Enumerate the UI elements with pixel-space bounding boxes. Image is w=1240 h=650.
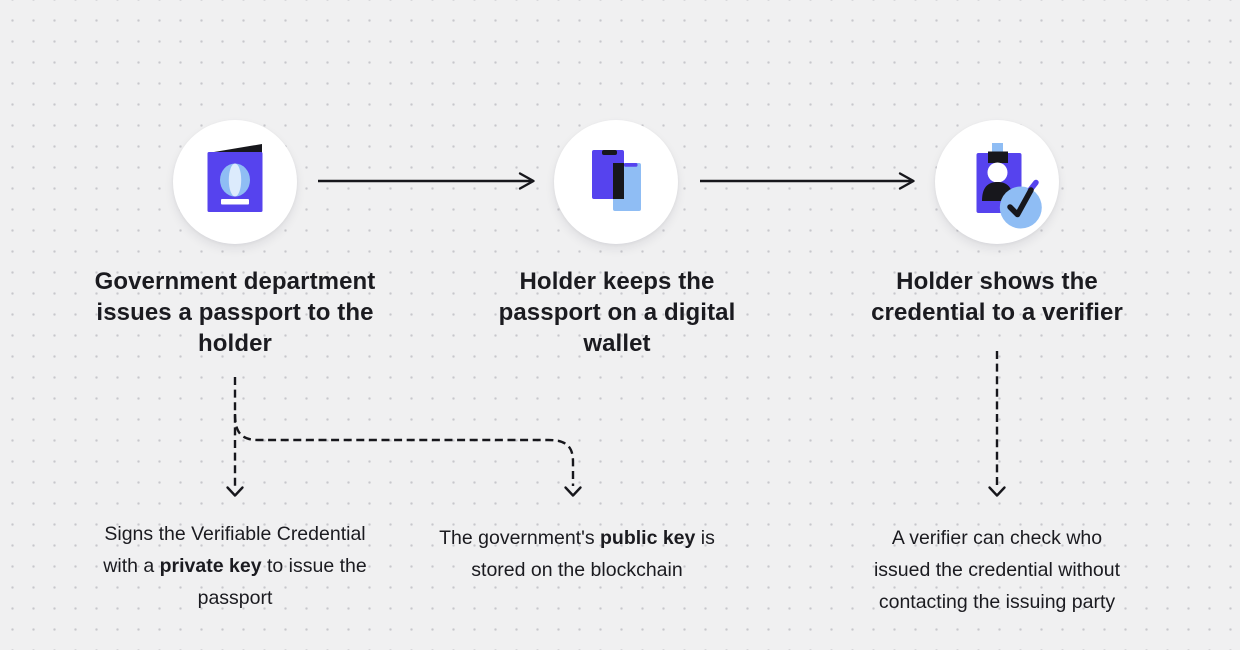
solid-arrow-1-icon	[318, 172, 535, 190]
step-3-icon-circle	[935, 120, 1059, 244]
step-3-title: Holder shows the credential to a verifie…	[871, 268, 1123, 326]
dashed-arrow-blockchain-icon	[233, 413, 582, 497]
dashed-arrow-verify-icon	[988, 351, 1006, 497]
passport-icon	[207, 144, 263, 212]
digital-wallet-icon	[592, 150, 641, 211]
id-badge-check-icon	[976, 143, 1042, 229]
annotation-verifier-check: A verifier can check who issued the cred…	[873, 527, 1121, 613]
step-2-title: Holder keeps the passport on a digital w…	[498, 268, 736, 357]
solid-arrow-2-icon	[700, 172, 915, 190]
step-1-icon-circle	[173, 120, 297, 244]
dashed-arrow-sign-icon	[226, 377, 244, 497]
step-2-icon-circle	[554, 120, 678, 244]
annotation-private-key: Signs the Verifiable Credential with a p…	[103, 523, 367, 609]
step-1-title: Government department issues a passport …	[94, 268, 376, 357]
annotation-public-key: The government's public key is stored on…	[439, 527, 715, 581]
